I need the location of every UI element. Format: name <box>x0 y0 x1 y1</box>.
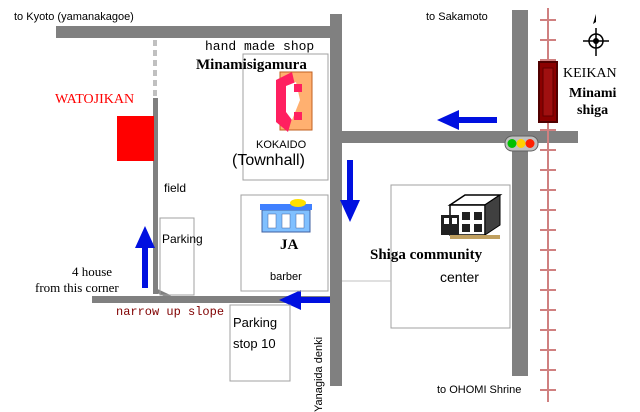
yanagida-denki-label: Yanagida denki <box>313 336 325 412</box>
shiga-label: shiga <box>577 103 609 118</box>
compass-rose-icon <box>583 14 609 56</box>
to-ohomi-label: to OHOMI Shrine <box>437 384 522 396</box>
community-center-outline <box>390 184 511 329</box>
kokaido-label: KOKAIDO <box>256 139 307 151</box>
road-main-vertical <box>330 14 342 386</box>
four-house-label: 4 house <box>72 264 113 279</box>
keikan-label: KEIKAN <box>563 66 617 81</box>
narrow-road-diagonal <box>154 288 171 299</box>
narrow-road-vertical <box>153 98 158 294</box>
road-top-horizontal <box>56 26 342 38</box>
watojikan-label: WATOJIKAN <box>55 92 135 107</box>
direction-arrow-south <box>340 160 360 222</box>
townhall-outline <box>242 53 329 181</box>
direction-arrow-north <box>135 226 155 288</box>
stop-10-label: stop 10 <box>233 336 276 351</box>
traffic-light-icon <box>504 135 539 152</box>
watojikan-marker <box>117 116 154 161</box>
barber-label: barber <box>270 271 302 283</box>
shiga-community-label: Shiga community <box>370 247 483 263</box>
ja-outline <box>240 194 329 292</box>
direction-arrow-west-top <box>437 110 497 130</box>
parking-stop-outline <box>229 304 291 382</box>
ja-building-icon <box>260 199 312 233</box>
narrow-up-slope-label: narrow up slope <box>116 305 225 319</box>
townhall-label: (Townhall) <box>232 152 305 169</box>
ja-label: JA <box>280 237 299 253</box>
road-east-horizontal <box>342 131 578 143</box>
parking-stop-label: Parking <box>233 315 278 330</box>
parking-label: Parking <box>162 232 203 246</box>
parking-outline <box>159 217 195 296</box>
from-corner-label: from this corner <box>35 280 119 295</box>
to-sakamoto-label: to Sakamoto <box>426 11 488 23</box>
road-right-vertical <box>512 10 528 376</box>
direction-arrow-west-bottom <box>279 290 330 310</box>
minamisigamura-label: Minamisigamura <box>196 57 307 73</box>
road-bottom-horizontal <box>92 296 330 303</box>
field-label: field <box>164 181 187 195</box>
shop-building-icon <box>276 71 313 132</box>
center-label: center <box>440 269 479 285</box>
hand-made-shop-label: hand made shop <box>205 39 315 54</box>
community-center-icon <box>441 194 503 239</box>
to-kyoto-label: to Kyoto (yamanakagoe) <box>14 11 134 23</box>
minami-label: Minami <box>569 86 617 101</box>
